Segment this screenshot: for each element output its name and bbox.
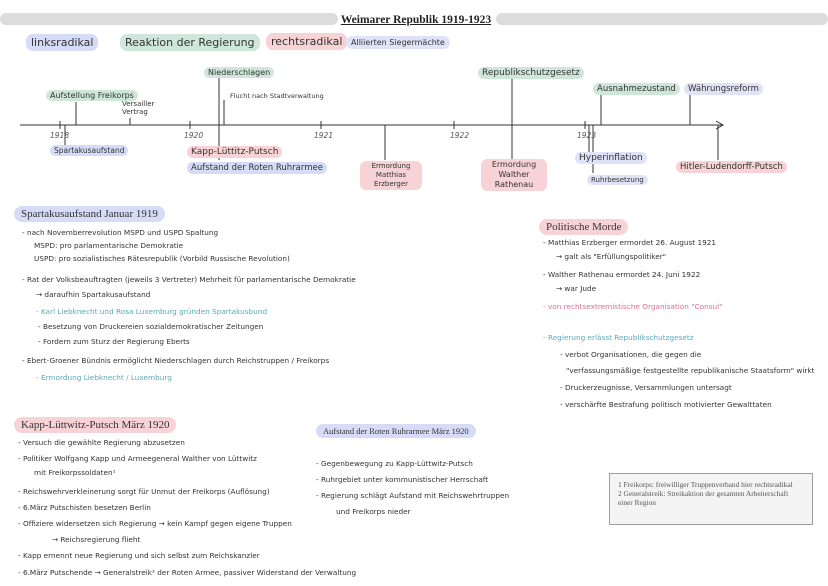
morde-line: → war Jude [556,284,597,293]
event-niederschlagen: Niederschlagen [204,67,275,78]
year-1920: 1920 [184,131,204,140]
kapp-line: - Reichswehrverkleinerung sorgt für Unmu… [18,487,270,496]
footnote-generalstreik: 2 Generalstreik: Streikaktion der gesamt… [618,489,789,508]
heading-rote-ruhrarmee: Aufstand der Roten Ruhrarmee März 1920 [316,424,476,438]
year-1921: 1921 [314,131,334,140]
morde-line: - verschärfte Bestrafung politisch motiv… [560,400,772,409]
page-title: Weimarer Republik 1919-1923 [340,14,492,26]
event-ruhrbesetzung: Ruhrbesetzung [587,175,648,185]
year-1918: 1918 [50,131,70,140]
heading-politische-morde: Politische Morde [539,219,629,235]
morde-line: → galt als "Erfüllungspolitiker" [556,252,667,261]
spartakus-line: USPD: pro sozialistisches Rätesrepublik … [34,254,290,263]
ruhr-line: - Ruhrgebiet unter kommunistischer Herrs… [316,475,489,484]
event-ermordung-erzberger: Ermordung Matthias Erzberger [360,161,422,190]
legend-reaktion: Reaktion der Regierung [120,34,260,51]
kapp-line: mit Freikorpssoldaten¹ [34,468,116,477]
legend-siegermaechte: Alliierten Siegermächte [346,36,450,49]
spartakus-line: - Karl Liebknecht und Rosa Luxemburg grü… [36,307,268,316]
event-kapp-putsch: Kapp-Lüttitz-Putsch [187,146,283,158]
heading-kapp-putsch: Kapp-Lüttwitz-Putsch März 1920 [14,417,177,433]
morde-line: - Walther Rathenau ermordet 24. Juni 192… [543,270,701,279]
spartakus-line: → daraufhin Spartakusaufstand [36,290,151,299]
morde-line: - Matthias Erzberger ermordet 26. August… [543,238,717,247]
kapp-line: - Politiker Wolfgang Kapp und Armeegener… [18,454,257,463]
event-ermordung-rathenau: Ermordung Walther Rathenau [481,159,547,191]
event-spartakusaufstand: Spartakusaufstand [50,145,129,156]
spartakus-line: - nach Novemberrevolution MSPD und USPD … [22,228,219,237]
spartakus-line: - Ermordung Liebknecht / Luxemburg [36,373,172,382]
year-1922: 1922 [450,131,470,140]
morde-line: - Druckerzeugnisse, Versammlungen unters… [560,383,732,392]
header-bar-left [0,13,338,25]
ruhr-line: und Freikorps nieder [336,507,411,516]
kapp-line: - Kapp ernennt neue Regierung und sich s… [18,551,260,560]
year-1923: 1923 [577,131,597,140]
legend-linksradikal: linksradikal [26,34,99,51]
event-republikschutzgesetz: Republikschutzgesetz [478,67,584,79]
event-versailler-vertrag: Versailler Vertrag [122,100,155,116]
kapp-line: - Offiziere widersetzen sich Regierung →… [18,519,292,528]
kapp-line: - Versuch die gewählte Regierung abzuset… [18,438,185,447]
heading-spartakusaufstand: Spartakusaufstand Januar 1919 [14,206,165,222]
kapp-line: → Reichsregierung flieht [52,535,141,544]
spartakus-line: - Besetzung von Druckereien sozialdemokr… [38,322,264,331]
event-rote-ruhrarmee: Aufstand der Roten Ruhrarmee [187,162,327,174]
spartakus-line: MSPD: pro parlamentarische Demokratie [34,241,184,250]
footnote-box: 1 Freikorps: freiwilliger Truppenverband… [609,473,813,525]
morde-line: - Regierung erlässt Republikschutzgesetz [543,333,694,342]
morde-line: - von rechtsextremistische Organisation … [543,302,723,311]
event-waehrungsreform: Währungsreform [684,83,763,95]
spartakus-line: - Fordern zum Sturz der Regierung Eberts [38,337,190,346]
footnote-freikorps: 1 Freikorps: freiwilliger Truppenverband… [618,480,793,489]
event-flucht: Flucht nach Stadtverwaltung [230,92,324,100]
event-hyperinflation: Hyperinflation [575,152,647,164]
kapp-line: - 6.März Putschisten besetzen Berlin [18,503,151,512]
ruhr-line: - Regierung schlägt Aufstand mit Reichsw… [316,491,510,500]
event-hitler-putsch: Hitler-Ludendorff-Putsch [676,161,787,173]
spartakus-line: - Ebert-Groener Bündnis ermöglicht Niede… [22,356,330,365]
event-aufstellung-freikorps: Aufstellung Freikorps [46,90,138,101]
morde-line: "verfassungsmäßige festgestellte republi… [566,366,815,375]
spartakus-line: - Rat der Volksbeauftragten (jeweils 3 V… [22,275,356,284]
header-bar-right [496,13,828,25]
kapp-line: - 6.März Putschende → Generalstreik² der… [18,568,357,577]
event-ausnahmezustand: Ausnahmezustand [593,83,680,95]
timeline [20,76,725,173]
morde-line: - verbot Organisationen, die gegen die [560,350,702,359]
ruhr-line: - Gegenbewegung zu Kapp-Lüttwitz-Putsch [316,459,473,468]
legend-rechtsradikal: rechtsradikal [266,33,348,50]
